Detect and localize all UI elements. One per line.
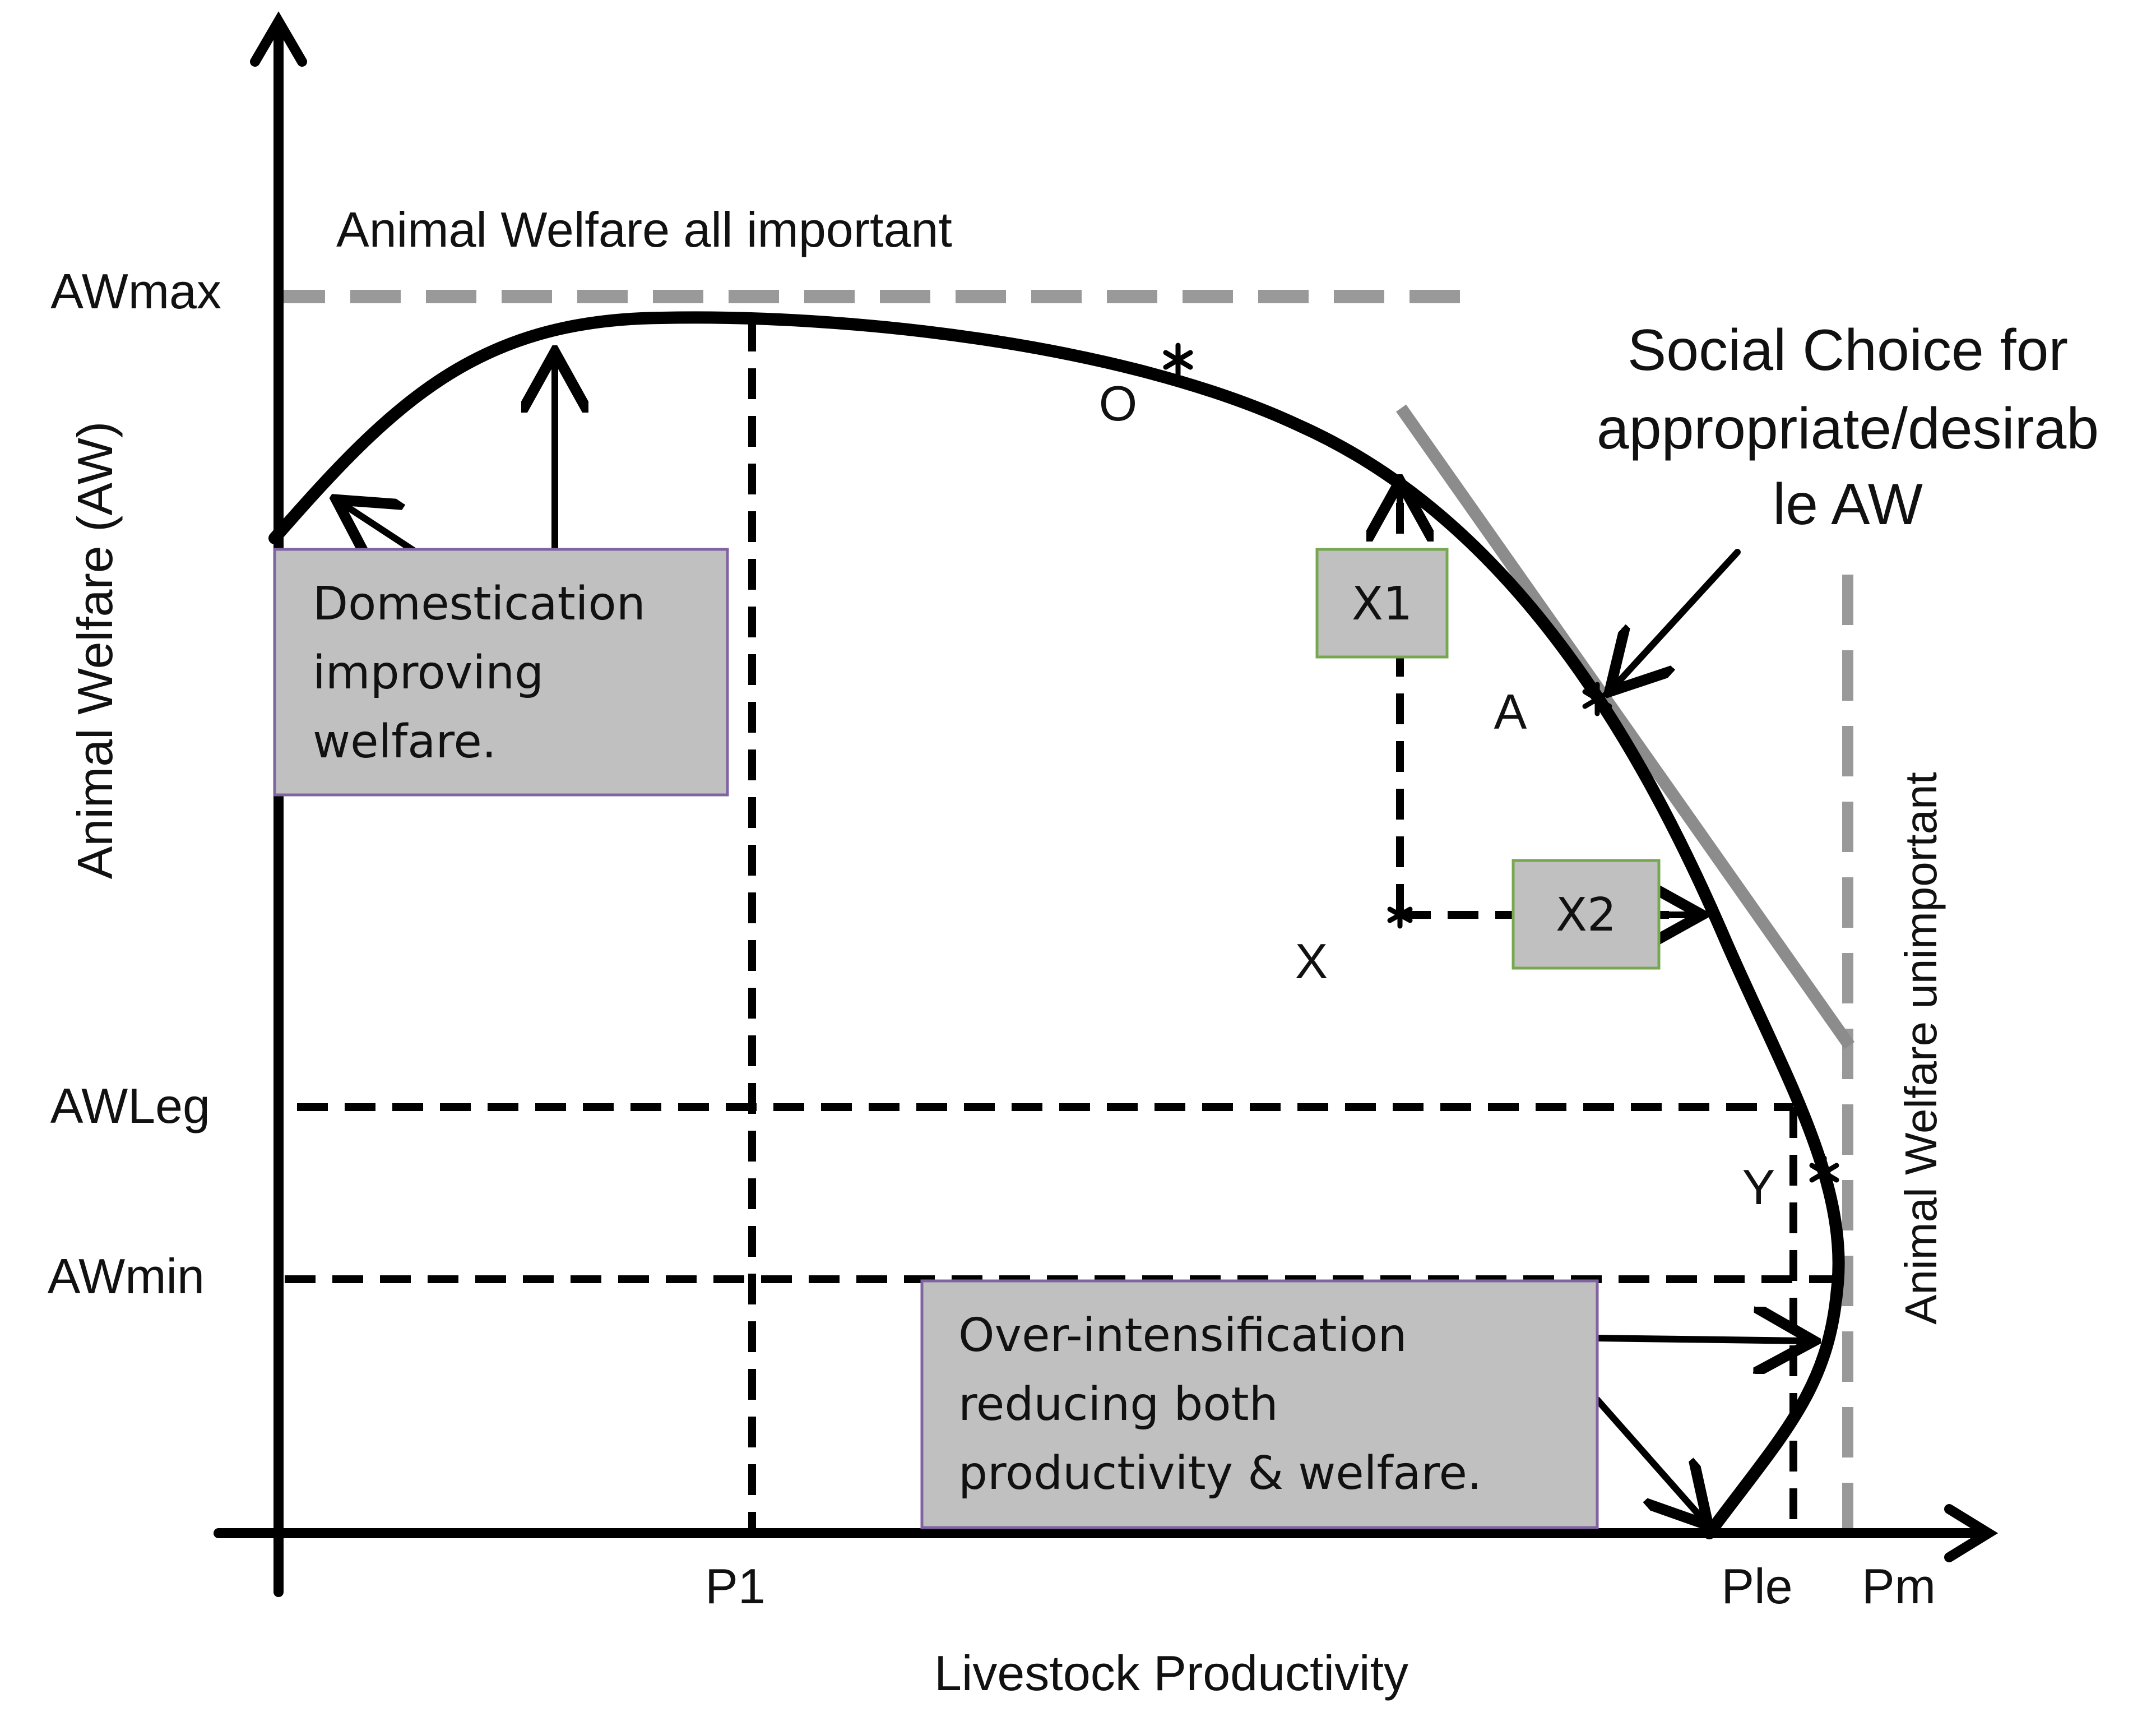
point-y-marker — [1809, 1155, 1839, 1190]
domestication-arrow-1 — [342, 503, 417, 550]
point-o-label: O — [1099, 376, 1137, 431]
y-axis-title: Animal Welfare (AW) — [67, 422, 123, 880]
social-choice-line-1: Social Choice for — [1628, 318, 2068, 383]
pm-label: Pm — [1862, 1558, 1936, 1614]
point-a-label: A — [1494, 684, 1527, 739]
point-x-label: X — [1295, 933, 1328, 989]
x2-box: X2 — [1511, 859, 1661, 970]
over-intensification-line-2: reducing both — [958, 1378, 1278, 1431]
welfare-productivity-curve — [268, 311, 1845, 1539]
ple-label: Ple — [1721, 1558, 1792, 1614]
x2-label: X2 — [1556, 889, 1616, 942]
point-a-marker — [1582, 682, 1612, 716]
over-intensification-line-1: Over-intensification — [958, 1309, 1407, 1362]
over-intensification-arrow-1 — [1594, 1338, 1807, 1341]
domestication-line-1: Domestication — [313, 577, 646, 631]
social-choice-tangent-line — [1396, 404, 1854, 1049]
social-choice-line-2: appropriate/desirab — [1597, 396, 2099, 461]
point-o-marker — [1163, 343, 1193, 377]
arrows — [342, 359, 1807, 1520]
x1-box: X1 — [1315, 548, 1449, 659]
x1-label: X1 — [1352, 577, 1412, 631]
over-intensification-arrow-2 — [1594, 1396, 1704, 1520]
point-y-label: Y — [1742, 1159, 1775, 1215]
awleg-label: AWLeg — [50, 1078, 210, 1133]
social-choice-arrow — [1614, 549, 1741, 687]
social-choice-line-3: le AW — [1773, 472, 1923, 537]
over-intensification-box: Over-intensification reducing both produ… — [920, 1279, 1599, 1529]
y-axis-arrowhead — [250, 11, 307, 67]
p1-label: P1 — [705, 1558, 766, 1614]
domestication-line-2: improving — [313, 646, 544, 700]
point-x-marker — [1387, 901, 1413, 929]
over-intensification-line-3: productivity & welfare. — [958, 1447, 1482, 1500]
aw-all-important-label: Animal Welfare all important — [336, 202, 952, 257]
x-axis-title: Livestock Productivity — [934, 1645, 1408, 1701]
guide-lines — [285, 321, 1844, 1533]
x-axis-arrowhead — [1944, 1504, 1999, 1562]
aw-unimportant-label: Animal Welfare unimportant — [1896, 772, 1946, 1325]
domestication-line-3: welfare. — [313, 715, 497, 769]
awmax-label: AWmax — [50, 263, 221, 319]
star-markers — [1163, 343, 1839, 1190]
domestication-box: Domestication improving welfare. — [273, 548, 729, 797]
awmin-label: AWmin — [48, 1248, 205, 1304]
